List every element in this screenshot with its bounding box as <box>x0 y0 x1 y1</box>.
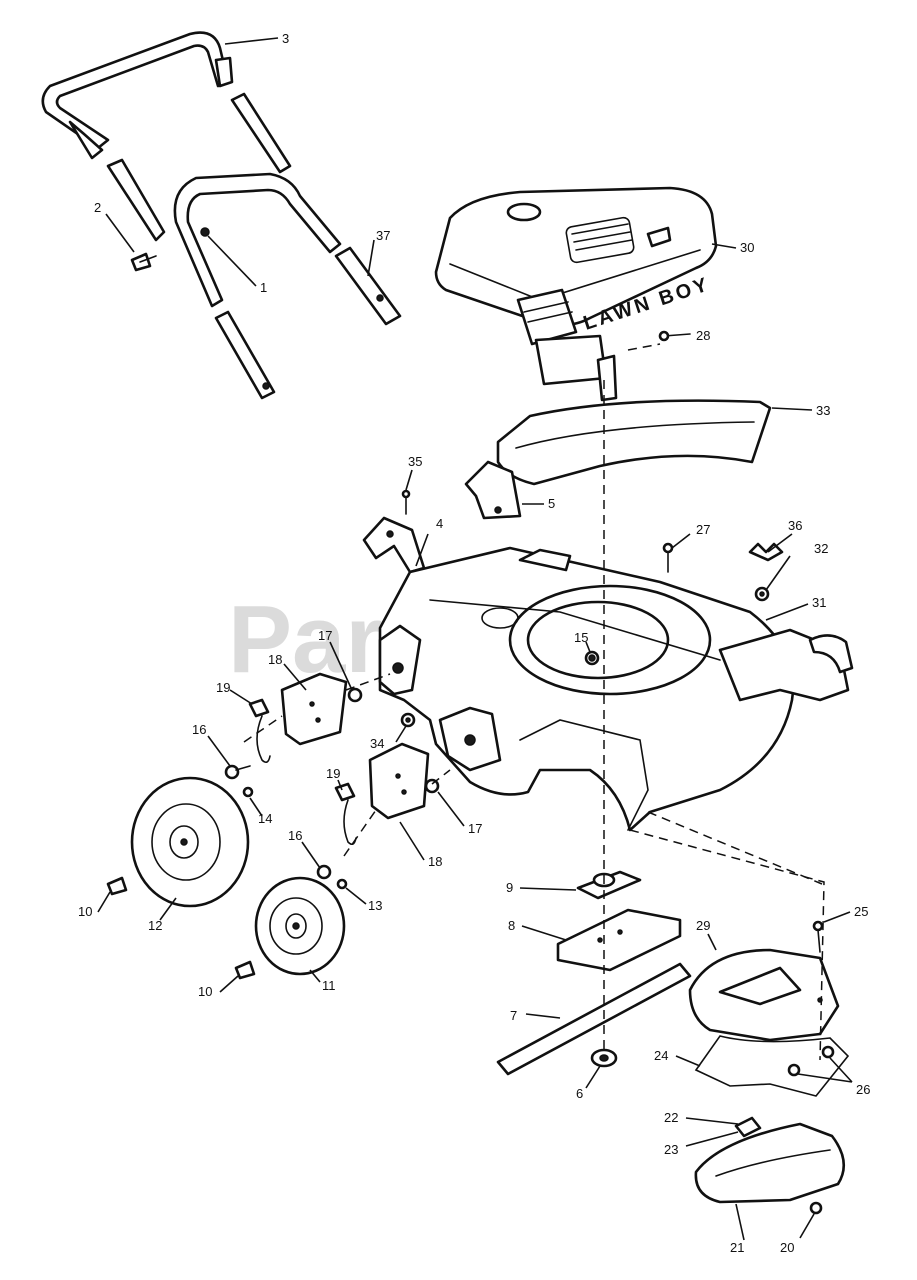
callout-21: 21 <box>730 1240 744 1255</box>
washer-32 <box>754 586 770 602</box>
callout-1: 1 <box>260 280 267 295</box>
callout-17b: 17 <box>468 821 482 836</box>
callout-24: 24 <box>654 1048 668 1063</box>
bolt-10a <box>106 876 128 896</box>
callout-16b: 16 <box>288 828 302 843</box>
bracket-4 <box>362 516 426 574</box>
callout-31: 31 <box>812 595 826 610</box>
blade-adapter-8 <box>556 908 682 972</box>
callout-12: 12 <box>148 918 162 933</box>
spring-19b <box>334 782 357 846</box>
upper-handle <box>41 31 234 160</box>
bolt-10b <box>234 960 256 980</box>
bracket-5 <box>464 460 522 520</box>
handle-tube-37 <box>334 246 402 326</box>
callout-18b: 18 <box>428 854 442 869</box>
callout-19a: 19 <box>216 680 230 695</box>
callout-22: 22 <box>664 1110 678 1125</box>
callout-15: 15 <box>574 630 588 645</box>
callout-27: 27 <box>696 522 710 537</box>
callout-4: 4 <box>436 516 443 531</box>
callout-11: 11 <box>322 978 336 993</box>
callout-36: 36 <box>788 518 802 533</box>
screw-35 <box>401 489 411 515</box>
engine-shroud: LAWN BOY <box>434 186 718 402</box>
screw-27 <box>662 542 674 573</box>
lower-handle <box>173 172 342 308</box>
blade-7 <box>496 962 692 1076</box>
handle-lower-tube <box>214 310 276 400</box>
callout-23: 23 <box>664 1142 678 1157</box>
callout-5: 5 <box>548 496 555 511</box>
callout-29: 29 <box>696 918 710 933</box>
wheel-11 <box>254 876 346 976</box>
chute-21 <box>694 1122 846 1204</box>
screw-25 <box>812 920 824 953</box>
callout-6: 6 <box>576 1086 583 1101</box>
handle-bolt-2 <box>130 252 157 272</box>
bolt-16a <box>224 764 251 780</box>
wheel-plate-18a <box>280 672 348 746</box>
shroud-screw-28 <box>658 330 691 342</box>
callout-13: 13 <box>368 898 382 913</box>
callout-16a: 16 <box>192 722 206 737</box>
assembly-lines <box>243 343 825 1061</box>
adapter-9 <box>576 870 642 900</box>
nuts-26 <box>787 1045 835 1077</box>
callout-33: 33 <box>816 403 830 418</box>
handle-bracket-left <box>106 158 166 242</box>
callout-35: 35 <box>408 454 422 469</box>
callout-26: 26 <box>856 1082 870 1097</box>
callout-30: 30 <box>740 240 754 255</box>
nut-34 <box>400 712 416 728</box>
callout-10a: 10 <box>78 904 92 919</box>
callout-18a: 18 <box>268 652 282 667</box>
callout-25: 25 <box>854 904 868 919</box>
callout-14: 14 <box>258 811 272 826</box>
callout-19b: 19 <box>326 766 340 781</box>
callout-32: 32 <box>814 541 828 556</box>
callout-9: 9 <box>506 880 513 895</box>
callout-3: 3 <box>282 31 289 46</box>
washer-14 <box>242 786 254 798</box>
callout-labels: 3 2 1 37 30 28 33 35 5 4 27 36 32 31 15 … <box>78 31 870 1255</box>
wheel-plate-18b <box>368 742 430 820</box>
callout-20: 20 <box>780 1240 794 1255</box>
washer-17a <box>347 687 363 703</box>
washer-20 <box>809 1201 823 1215</box>
washer-13 <box>336 878 348 890</box>
pin-22 <box>734 1116 762 1138</box>
spring-19a <box>248 698 271 764</box>
handle-bracket-right <box>230 92 292 174</box>
callout-10b: 10 <box>198 984 212 999</box>
callout-28: 28 <box>696 328 710 343</box>
callout-7: 7 <box>510 1008 517 1023</box>
guard-29 <box>688 948 840 1042</box>
wheel-12 <box>130 776 250 908</box>
callout-34: 34 <box>370 736 384 751</box>
callout-8: 8 <box>508 918 515 933</box>
mower-deck <box>378 546 854 832</box>
wing-nut-36 <box>748 542 784 562</box>
callout-37: 37 <box>376 228 390 243</box>
gasket-24 <box>694 1035 850 1097</box>
callout-17a: 17 <box>318 628 332 643</box>
nut-15 <box>584 650 600 666</box>
washer-17b <box>424 778 440 794</box>
washer-6 <box>590 1048 618 1068</box>
baffle <box>496 399 772 486</box>
bolt-16b <box>316 864 332 880</box>
callout-2: 2 <box>94 200 101 215</box>
